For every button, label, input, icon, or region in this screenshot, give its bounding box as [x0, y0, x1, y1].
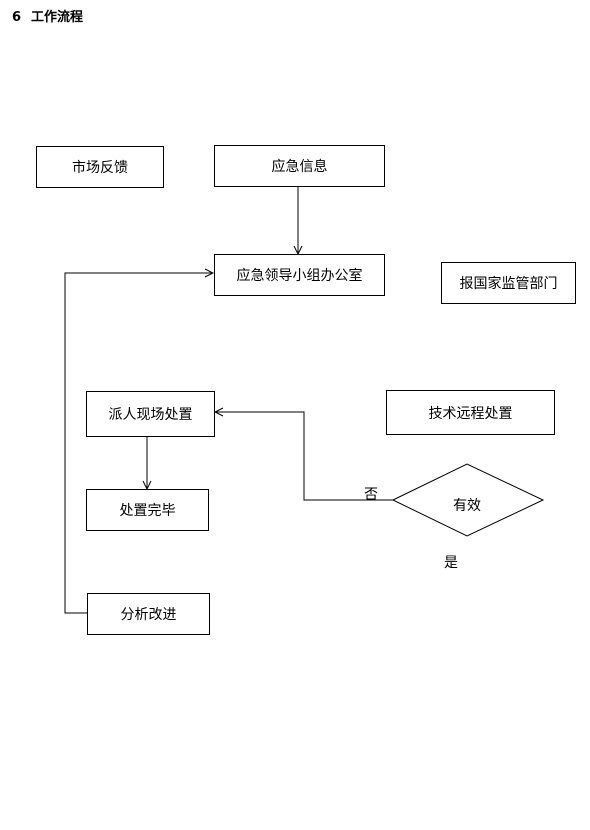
node-dispatch: 派人现场处置 — [86, 391, 215, 437]
node-office: 应急领导小组办公室 — [214, 254, 385, 296]
node-remote: 技术远程处置 — [386, 390, 555, 435]
arrow-analysis-to-office — [64, 273, 213, 614]
decision-diamond — [391, 463, 545, 537]
decision-valid-label: 有效 — [453, 498, 481, 514]
edge-label-no: 否 — [364, 487, 378, 503]
section-number: 6 — [12, 10, 22, 25]
node-emergency-info-label: 应急信息 — [271, 159, 328, 175]
node-analysis: 分析改进 — [87, 593, 210, 635]
node-remote-label: 技术远程处置 — [428, 405, 513, 422]
section-title: 工作流程 — [31, 10, 84, 25]
node-analysis-label: 分析改进 — [120, 607, 177, 623]
edge-label-yes: 是 — [444, 555, 458, 571]
node-market-feedback: 市场反馈 — [36, 146, 164, 188]
section-heading: 6 工作流程 — [12, 6, 83, 25]
node-market-feedback-label: 市场反馈 — [72, 160, 128, 176]
node-report-state-label: 报国家监管部门 — [459, 276, 558, 292]
node-dispatch-label: 派人现场处置 — [108, 407, 193, 423]
arrow-valid-no-to-dispatch — [215, 412, 393, 501]
node-report-state: 报国家监管部门 — [441, 262, 576, 304]
node-done-label: 处置完毕 — [119, 503, 176, 519]
node-done: 处置完毕 — [86, 489, 209, 531]
node-office-label: 应急领导小组办公室 — [236, 268, 363, 284]
node-emergency-info: 应急信息 — [214, 145, 385, 187]
